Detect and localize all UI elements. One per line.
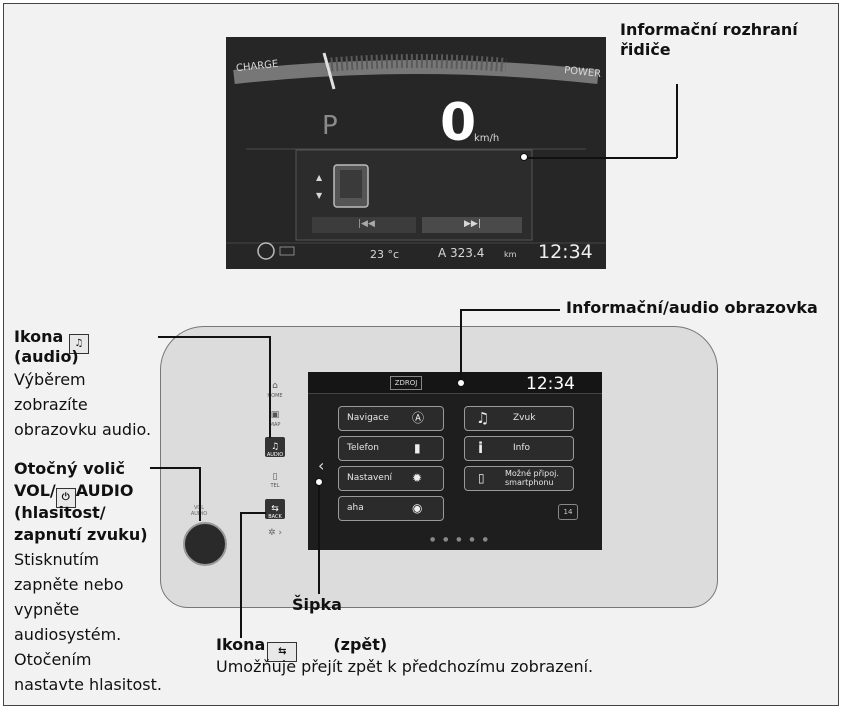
brightness-icon[interactable]: ✲ › [268,528,283,538]
scroll-up-icon: ▲ [316,173,323,182]
power-icon: ⏻ [55,488,76,508]
phone-icon[interactable]: ▯ [272,472,278,482]
page-indicator-dots: ● ● ● ● ● [430,536,491,543]
audio-icon-desc-3: obrazovku audio. [14,420,152,439]
callout-dot [457,379,465,387]
page-button[interactable]: 14 [558,504,578,520]
audio-icon-desc-1: Výběrem [14,370,86,389]
callout-line [240,512,266,514]
back-desc: Umožňuje přejít zpět k předchozímu zobra… [216,657,594,676]
aha-icon: ◉ [412,501,423,515]
callout-dot [315,478,323,486]
navigation-icon: Ⓐ [412,411,425,425]
phone-device-icon: ▮ [414,441,421,455]
home-icon[interactable]: ⌂ [272,381,278,391]
callout-line [676,84,678,158]
smartphone-icon: ▯ [478,471,485,485]
callout-line [150,467,200,469]
speed-unit: km/h [474,133,500,144]
vol-desc-5: Otočením [14,650,92,669]
cluster-graphics [226,52,606,260]
home-label: HOME [267,393,283,399]
arrow-icon[interactable]: ‹ [318,456,325,475]
audio-side-label: AUDIO [266,452,284,458]
callout-arrow: Šipka [292,595,342,614]
callout-back-title: Ikona⇆ (zpět) [216,635,387,662]
phone-button[interactable]: Telefon [338,436,444,461]
driver-information-interface: CHARGE POWER P 0 km/h ▲ ▼ |◀◀ ▶▶| 23 °c … [226,37,606,269]
next-track-icon: ▶▶| [464,219,481,229]
callout-audio-icon-title: Ikona ♫ [14,327,89,354]
vol-desc-6: nastavte hlasitost. [14,675,162,694]
callout-line [460,309,462,381]
vol-desc-1: Stisknutím [14,550,100,569]
back-title-pre: Ikona [216,635,266,654]
vol-title-2: VOL/⏻AUDIO [14,481,133,508]
info-icon: i [478,439,484,457]
back-title-post: (zpět) [333,635,388,654]
vol-desc-2: zapněte nebo [14,575,124,594]
screen-clock: 12:34 [526,374,575,394]
callout-line [240,512,242,638]
smartphone-connect-button[interactable]: Možné připoj. smartphonu [464,466,574,491]
vol-title-1: Otočný volič [14,459,125,478]
navigation-label: Navigace [347,413,389,423]
screen-status-bar [308,372,602,394]
source-button[interactable]: ZDROJ [390,376,422,390]
vol-desc-3: vypněte [14,600,80,619]
vol-title-2-post: AUDIO [75,481,134,500]
tel-label: TEL [270,483,280,489]
vol-title-3: (hlasitost/ [14,503,106,522]
scroll-down-icon: ▼ [316,191,323,200]
callout-dot [520,153,528,161]
callout-line [318,484,320,594]
aha-button[interactable]: aha [338,496,444,521]
aha-label: aha [347,503,364,513]
settings-label: Nastavení [347,473,393,483]
info-audio-screen: ZDROJ 12:34 Navigace Ⓐ Telefon ▮ Nastave… [308,372,602,550]
callout-line [526,157,677,159]
back-icon: ⇆ [267,642,298,662]
odometer-unit: km [504,250,517,259]
callout-audio-screen: Informační/audio obrazovka [566,298,818,317]
audio-icon[interactable]: ♫ [265,437,285,457]
callout-audio-icon-title2: (audio) [14,347,79,366]
vol-desc-4: audiosystém. [14,625,122,644]
callout-line [269,336,271,438]
sound-button[interactable]: Zvuk [464,406,574,431]
callout-driver-interface-line1: Informační rozhraní [620,20,798,39]
callout-driver-interface-line2: řidiče [620,40,671,59]
callout-line [199,467,201,521]
back-side-label: BACK [268,514,282,520]
audio-icon-title-text: Ikona [14,327,64,346]
music-note-icon: ♫ [476,409,490,427]
speed-readout: 0 [440,93,477,153]
cluster-clock: 12:34 [538,241,593,263]
audio-icon-desc-2: zobrazíte [14,395,88,414]
vol-title-2-pre: VOL/ [14,481,56,500]
sound-label: Zvuk [513,413,536,423]
map-label: MAP [269,422,281,428]
info-label: Info [513,443,531,453]
map-icon[interactable]: ▣ [270,410,280,420]
callout-line [460,309,560,311]
previous-track-icon: |◀◀ [358,219,375,229]
temperature: 23 °c [370,248,400,261]
phone-label: Telefon [347,443,379,453]
gear-indicator: P [322,111,338,141]
vol-audio-knob[interactable] [183,522,227,566]
settings-button[interactable]: Nastavení [338,466,444,491]
vol-title-4: zapnutí zvuku) [14,525,148,544]
gear-icon: ✹ [412,471,423,485]
audio-icon: ♫ [68,334,89,354]
navigation-button[interactable]: Navigace [338,406,444,431]
smartphone-connect-label: Možné připoj. smartphonu [505,469,559,487]
info-button[interactable]: Info [464,436,574,461]
back-icon[interactable]: ⇆ [265,499,285,519]
odometer: A 323.4 [438,246,485,260]
callout-line [158,336,270,338]
